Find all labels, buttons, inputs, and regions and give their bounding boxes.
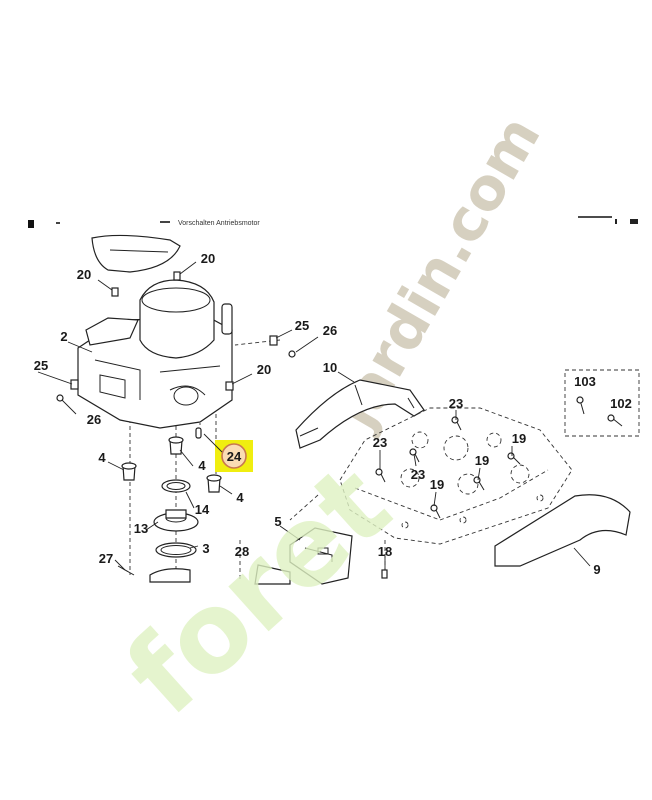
highlight-circle (221, 443, 247, 469)
part-9-fender (494, 494, 631, 567)
callout-4c: 4 (236, 490, 244, 505)
engine (77, 279, 233, 429)
highlight-24[interactable]: 24 (203, 433, 253, 472)
callout-19c: 19 (430, 477, 444, 492)
callout-10: 10 (323, 360, 337, 375)
part-18-bolt (381, 569, 388, 579)
callout-23b: 23 (373, 435, 387, 450)
callout-25b: 25 (34, 358, 48, 373)
header-left-text: Vorschalten Antriebsmotor (178, 220, 260, 227)
callout-3: 3 (202, 541, 209, 556)
callout-13: 13 (134, 521, 148, 536)
callout-102: 102 (610, 396, 632, 411)
callout-2: 2 (60, 329, 67, 344)
callout-4a: 4 (98, 450, 106, 465)
callout-4b: 4 (198, 458, 206, 473)
engine-cover (91, 234, 181, 273)
callout-9: 9 (593, 562, 600, 577)
callout-28: 28 (235, 544, 249, 559)
callout-19b: 19 (475, 453, 489, 468)
callout-20b: 20 (201, 251, 215, 266)
callout-23a: 23 (449, 396, 463, 411)
platform-bolts (375, 416, 521, 519)
callout-25a: 25 (295, 318, 309, 333)
callout-20a: 20 (77, 267, 91, 282)
header-strip: Vorschalten Antriebsmotor (28, 216, 638, 228)
callout-26a: 26 (323, 323, 337, 338)
callout-19a: 19 (512, 431, 526, 446)
callout-20c: 20 (257, 362, 271, 377)
bushings (121, 436, 222, 558)
callout-103: 103 (574, 374, 596, 389)
engine-fasteners (56, 271, 296, 439)
callout-14: 14 (195, 502, 210, 517)
callout-labels: 20 20 2 25 26 25 20 10 26 23 23 23 19 19… (34, 251, 632, 577)
leader-lines (37, 261, 591, 571)
callout-5: 5 (274, 514, 281, 529)
watermark-bottom: foret (102, 440, 414, 739)
callout-26b: 26 (87, 412, 101, 427)
platform-frame (339, 407, 573, 545)
callout-24: 24 (227, 449, 242, 464)
part-5-box (289, 527, 353, 585)
detail-box-103-102 (564, 369, 640, 437)
callout-27: 27 (99, 551, 113, 566)
bottom-left-part (117, 565, 135, 576)
callout-18: 18 (378, 544, 392, 559)
callout-23c: 23 (411, 467, 425, 482)
